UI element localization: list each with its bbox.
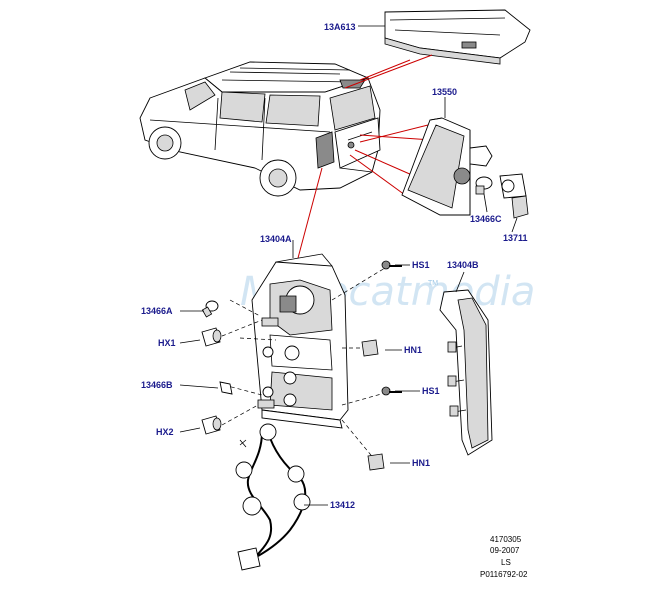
socket-hx2: [201, 415, 222, 435]
bulb-13466b: [219, 381, 233, 395]
screw-hs1-bottom: [381, 386, 402, 396]
diagram-date: 09-2007: [490, 546, 520, 555]
label-13711: 13711: [503, 233, 528, 243]
label-13550: 13550: [432, 87, 457, 97]
callout-lines: [297, 54, 433, 259]
bulb-13466a: [201, 300, 219, 318]
label-hn1-bottom: HN1: [412, 458, 430, 468]
bulb-13466c: [475, 176, 493, 195]
alignment-lines: [221, 267, 386, 461]
tail-lamp-13404a: [251, 253, 349, 429]
rear-lamp-assembly: [401, 117, 493, 216]
ref-number: 4170305: [490, 535, 522, 544]
socket-13711: [499, 173, 529, 219]
market-code: LS: [501, 558, 511, 567]
vehicle-drawing: [139, 61, 381, 197]
nut-hn1-bottom: [367, 453, 385, 471]
label-13a613: 13A613: [324, 22, 356, 32]
label-hn1-top: HN1: [404, 345, 422, 355]
label-13466c: 13466C: [470, 214, 502, 224]
screw-hs1-top: [381, 260, 402, 270]
wiring-harness-13412: [235, 423, 311, 571]
label-13466a: 13466A: [141, 306, 173, 316]
part-code: P0116792-02: [480, 570, 528, 579]
label-hs1-bottom: HS1: [422, 386, 440, 396]
label-hx1: HX1: [158, 338, 176, 348]
socket-hx1: [201, 327, 222, 347]
label-13404a: 13404A: [260, 234, 292, 244]
label-hs1-top: HS1: [412, 260, 430, 270]
nut-hn1-top: [361, 339, 379, 357]
leader-lines: [179, 25, 518, 506]
label-13412: 13412: [330, 500, 355, 510]
label-hx2: HX2: [156, 427, 174, 437]
label-13404b: 13404B: [447, 260, 479, 270]
label-13466b: 13466B: [141, 380, 173, 390]
tail-lamp-13404b: [439, 289, 493, 456]
watermark-trademark: TM: [428, 280, 438, 287]
high-mount-stop-lamp: [384, 9, 531, 65]
